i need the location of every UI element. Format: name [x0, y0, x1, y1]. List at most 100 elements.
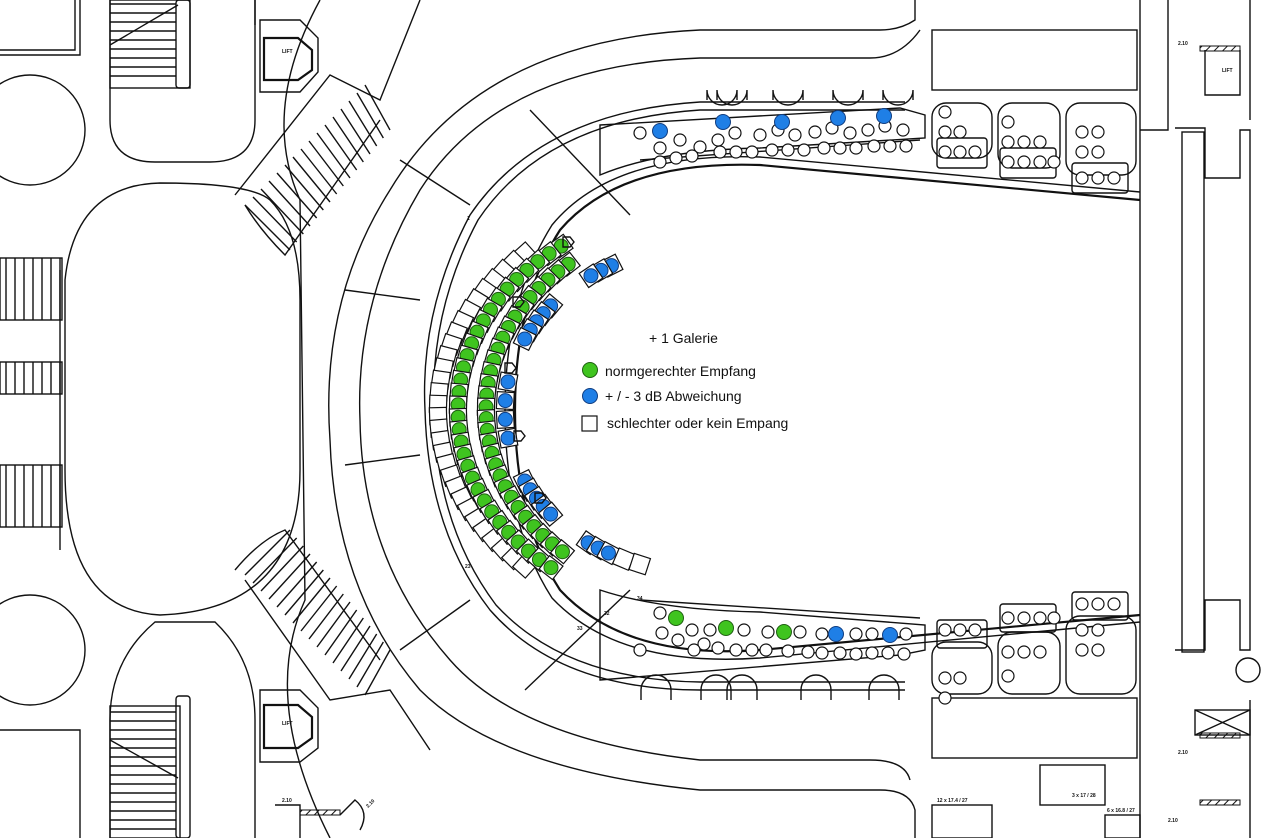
row-number: 33 [577, 626, 583, 632]
seat-empty [833, 646, 847, 660]
green-circle-icon [582, 362, 598, 378]
door-arch [640, 674, 672, 700]
door-glyph [512, 296, 525, 308]
seat-blue [830, 110, 846, 126]
door-arch [832, 89, 864, 106]
seat-empty [737, 623, 751, 637]
seat-empty [938, 691, 952, 705]
seat-green [543, 560, 559, 576]
seat-blue [652, 123, 668, 139]
seat-empty [865, 646, 879, 660]
seat-empty [753, 128, 767, 142]
seat-empty [761, 625, 775, 639]
seat-green [668, 610, 684, 626]
seat-blue [500, 374, 516, 390]
stair-c: 6 x 16.8 / 27 [1104, 808, 1141, 838]
lift-label: LIFT [1222, 68, 1233, 74]
door-dimension: 2.10 [1168, 818, 1178, 824]
seat-empty [671, 633, 685, 647]
seat-empty [697, 637, 711, 651]
seat-blue [497, 411, 513, 427]
stair-ramp-bottom [234, 529, 431, 751]
stair-step [268, 180, 311, 227]
seat-empty [801, 645, 815, 659]
door-arch [716, 89, 748, 106]
lift-top-left: LIFT [259, 19, 319, 93]
seat-empty [817, 141, 831, 155]
seat-empty [1075, 623, 1089, 637]
stair-step [284, 569, 324, 616]
box-seats-bottom [633, 606, 913, 661]
seat-blue [500, 430, 516, 446]
seat-empty [711, 133, 725, 147]
stair-step [332, 617, 364, 664]
boxes-right-top [931, 29, 1138, 194]
stair-step [316, 601, 351, 648]
seat-empty [815, 646, 829, 660]
seat-empty [1075, 643, 1089, 657]
seat-empty [896, 123, 910, 137]
seat-empty [1091, 623, 1105, 637]
seat-empty [655, 626, 669, 640]
row-number: 34 [637, 596, 643, 602]
seat-empty [953, 623, 967, 637]
seat-empty [653, 155, 667, 169]
stair-step [308, 140, 344, 187]
stair-step [276, 561, 318, 608]
stair-step [364, 84, 391, 131]
stair-step [300, 585, 338, 632]
stair-b: 3 x 17 / 28 [1039, 764, 1106, 806]
stair-dimension: 6 x 16.8 / 27 [1107, 808, 1135, 814]
seat-empty [797, 143, 811, 157]
seat-empty [759, 643, 773, 657]
legend: + 1 Galerie normgerechter Empfang + / - … [581, 330, 788, 432]
door-arch [706, 89, 738, 106]
seat-empty [867, 139, 881, 153]
door-arch [772, 89, 804, 106]
lift-top-right: LIFT 2.10 [1178, 41, 1241, 96]
seat-empty [843, 126, 857, 140]
seat-empty [938, 623, 952, 637]
stair-step [340, 625, 371, 672]
seat-empty [815, 627, 829, 641]
seat-empty [669, 151, 683, 165]
stair-a: 12 x 17.4 / 27 [931, 798, 993, 838]
seat-empty [765, 143, 779, 157]
stair-step [260, 545, 304, 592]
stair-step [364, 649, 391, 696]
seat-empty [861, 123, 875, 137]
door-dimension: 2.10 [365, 798, 376, 809]
seat-empty [865, 627, 879, 641]
seat-green [554, 544, 570, 560]
seat-empty [883, 139, 897, 153]
row-number: 1 [467, 216, 470, 222]
door-glyph [534, 492, 547, 504]
seat-blue [774, 114, 790, 130]
seat-empty [687, 643, 701, 657]
seat-blue [882, 627, 898, 643]
stair-step [348, 633, 378, 680]
seat-empty [633, 643, 647, 657]
door-arch [700, 674, 732, 700]
stair-step [252, 537, 298, 584]
seat-empty [1075, 125, 1089, 139]
stair-step [300, 148, 338, 195]
seat-empty [1075, 597, 1089, 611]
seat-box [628, 552, 652, 576]
seat-empty [729, 643, 743, 657]
seat-empty [938, 145, 952, 159]
seat-empty [788, 128, 802, 142]
seat-empty [673, 133, 687, 147]
seat-blue [600, 545, 616, 561]
seat-empty [968, 145, 982, 159]
box-seats-right [938, 105, 1121, 705]
legend-item-normgerecht: normgerechter Empfang [582, 362, 756, 379]
staircase-left-lower [0, 464, 63, 528]
seat-empty [953, 145, 967, 159]
boxes-right-bottom [931, 591, 1138, 759]
seat-blue [828, 626, 844, 642]
seat-blue [583, 268, 599, 284]
door-dimension: 2.10 [282, 798, 292, 804]
seat-empty [685, 149, 699, 163]
seat-empty [713, 145, 727, 159]
